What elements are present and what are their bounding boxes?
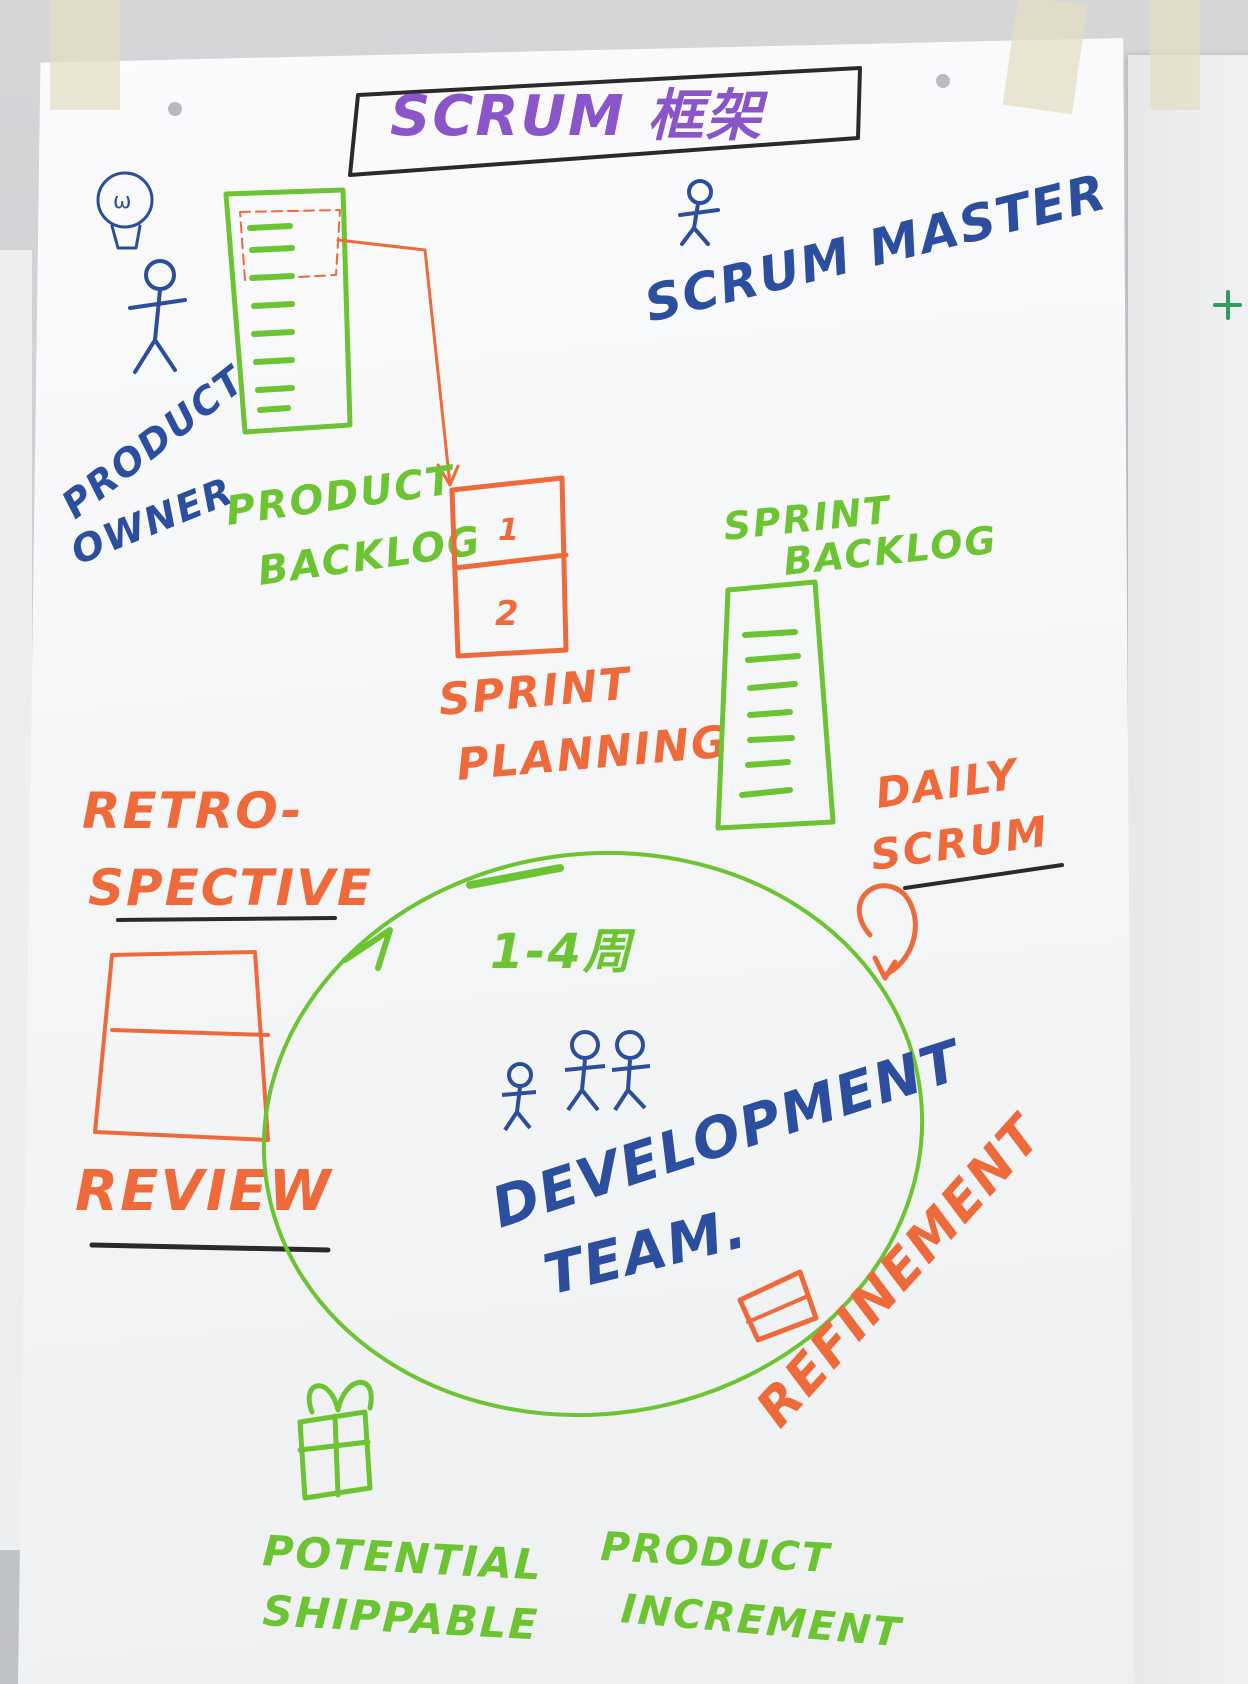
refinement-label: REFINEMENT xyxy=(745,1103,1055,1438)
punch-hole-right xyxy=(936,74,950,88)
daily-scrum-underline xyxy=(903,863,1064,890)
increment-label-3: PRODUCT xyxy=(599,1524,832,1582)
flipchart-paper xyxy=(18,38,1135,1684)
masking-tape-left xyxy=(50,0,120,110)
cycle-arrow-icon xyxy=(856,883,918,981)
product-backlog-board xyxy=(223,187,353,435)
arrow-head xyxy=(436,463,460,487)
lightbulb-icon: ω xyxy=(96,171,154,250)
sprint-length-label: 1-4周 xyxy=(490,924,636,980)
title: SCRUM 框架 xyxy=(390,84,768,149)
retrospective-label-1: RETRO- xyxy=(82,782,303,840)
side-sheet-plus-mark xyxy=(1213,290,1242,320)
review-board xyxy=(93,950,270,1142)
daily-scrum-label-1: DAILY xyxy=(873,749,1024,818)
increment-label-2: SHIPPABLE xyxy=(261,1586,540,1649)
product-backlog-label-2: BACKLOG xyxy=(255,518,485,595)
backlog-to-planning-arrow xyxy=(336,238,452,487)
review-label: REVIEW xyxy=(75,1159,334,1224)
review-underline xyxy=(89,1242,331,1253)
sprint-planning-stack xyxy=(449,475,569,659)
sprint-backlog-board xyxy=(715,579,836,831)
punch-hole-left xyxy=(168,102,182,116)
sprint-planning-label-1: SPRINT xyxy=(437,658,635,726)
increment-label-4: INCREMENT xyxy=(619,1586,904,1656)
retrospective-underline xyxy=(116,916,337,922)
team-people-icon xyxy=(501,1030,651,1132)
planning-step-1: 1 xyxy=(498,513,521,548)
product-backlog-label-1: PRODUCT xyxy=(223,457,458,535)
retrospective-label-2: SPECTIVE xyxy=(88,859,373,917)
sprint-planning-label-2: PLANNING xyxy=(455,716,732,791)
refinement-card-icon xyxy=(737,1269,819,1343)
gift-box-icon xyxy=(297,1379,374,1501)
masking-tape-side xyxy=(1150,0,1200,110)
planning-step-2: 2 xyxy=(495,594,521,634)
person-icon xyxy=(128,259,187,374)
sprint-cycle xyxy=(261,850,925,1418)
increment-label-1: POTENTIAL xyxy=(261,1526,544,1590)
neighbor-sheet-right xyxy=(1128,55,1248,1684)
title-frame xyxy=(348,66,862,177)
person-icon xyxy=(678,179,720,246)
svg-text:ω: ω xyxy=(113,189,131,214)
